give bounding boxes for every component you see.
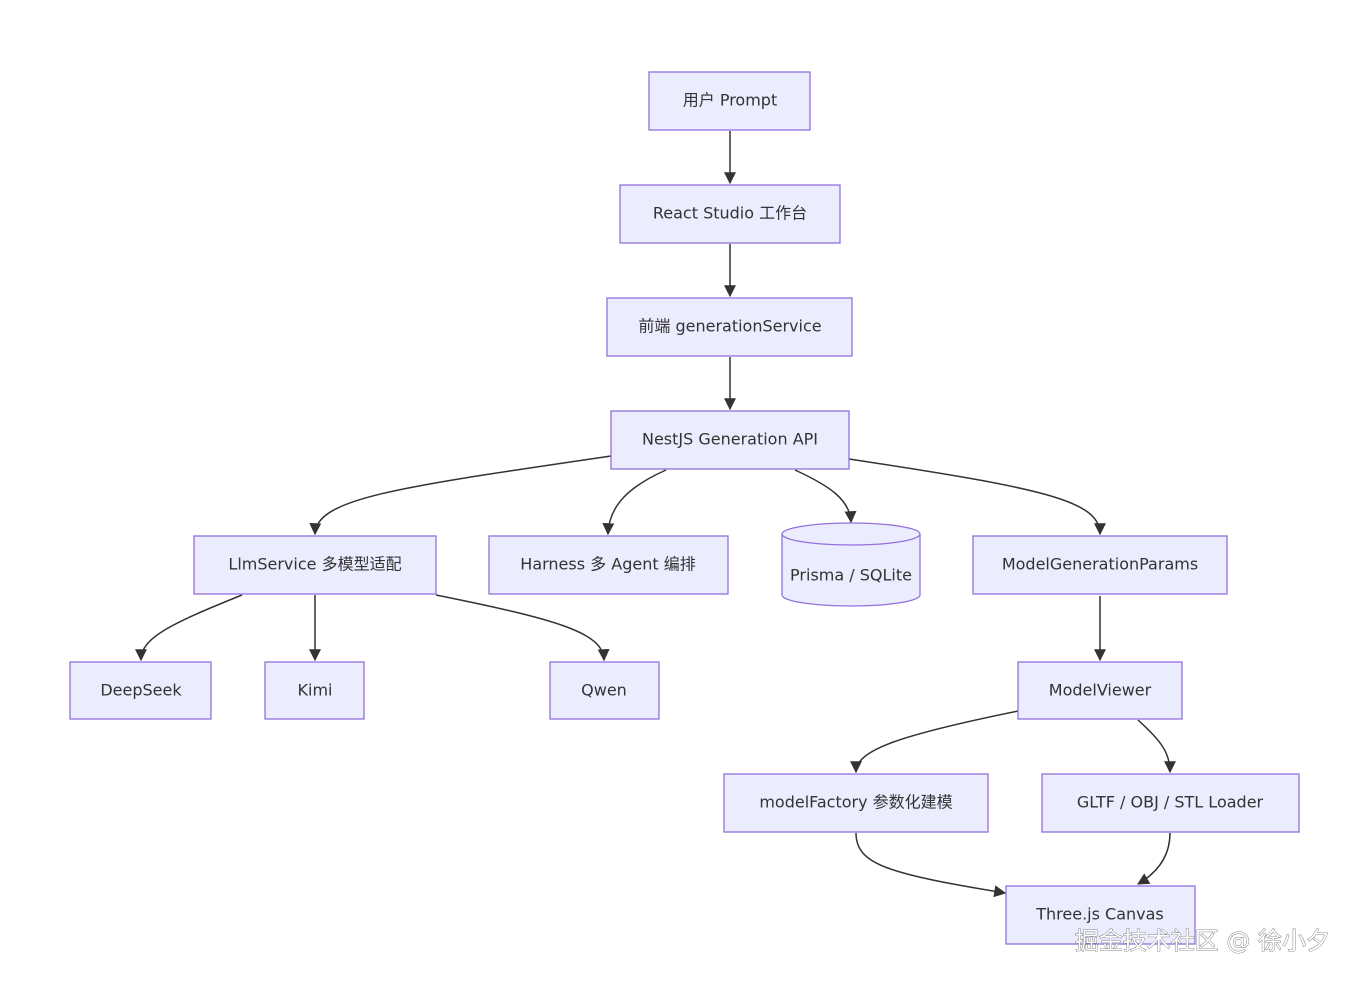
node-model-factory-label: modelFactory 参数化建模 [759,793,952,812]
node-prisma-database: Prisma / SQLite [781,522,921,607]
node-model-generation-params: ModelGenerationParams [972,535,1228,595]
edge-api-params [848,458,1106,536]
node-kimi-label: Kimi [298,681,333,700]
node-qwen-label: Qwen [581,681,627,700]
edges [135,131,1176,898]
edge-api-harness [602,469,667,536]
edge-factory-canvas [855,832,1007,898]
edge-llm-qwen [435,594,610,662]
node-threejs-canvas: Three.js Canvas [1005,885,1196,945]
edge-api-prisma [794,469,857,524]
node-model-generation-params-label: ModelGenerationParams [1002,555,1198,574]
node-loader: GLTF / OBJ / STL Loader [1041,773,1300,833]
node-loader-label: GLTF / OBJ / STL Loader [1077,793,1264,812]
node-generation-service-label: 前端 generationService [638,317,821,336]
node-qwen: Qwen [549,661,660,720]
node-user-prompt: 用户 Prompt [648,71,811,131]
edge-loader-canvas [1136,832,1171,885]
node-prisma-database-label: Prisma / SQLite [790,566,912,585]
node-llm-service: LlmService 多模型适配 [193,535,437,595]
node-nestjs-api: NestJS Generation API [610,410,850,470]
node-llm-service-label: LlmService 多模型适配 [228,555,401,574]
node-model-viewer: ModelViewer [1017,661,1183,720]
edge-viewer-factory [850,710,1019,774]
node-react-studio-label: React Studio 工作台 [653,204,807,223]
edge-llm-deepseek [135,594,243,662]
watermark: 掘金技术社区 @ 徐小夕 [1075,927,1330,955]
node-model-factory: modelFactory 参数化建模 [723,773,989,833]
node-harness: Harness 多 Agent 编排 [488,535,729,595]
node-deepseek: DeepSeek [69,661,212,720]
node-generation-service: 前端 generationService [606,297,853,357]
edge-viewer-loader [1137,719,1176,774]
node-threejs-canvas-label: Three.js Canvas [1035,905,1164,924]
node-harness-label: Harness 多 Agent 编排 [520,555,695,574]
edge-api-llm [309,455,612,536]
node-user-prompt-label: 用户 Prompt [683,91,778,110]
node-deepseek-label: DeepSeek [100,681,182,700]
node-nestjs-api-label: NestJS Generation API [642,430,818,449]
node-react-studio: React Studio 工作台 [619,184,841,244]
node-kimi: Kimi [264,661,365,720]
node-model-viewer-label: ModelViewer [1049,681,1152,700]
